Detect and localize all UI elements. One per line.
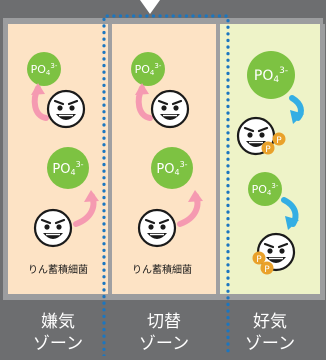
zone-sub: ゾーン [138, 334, 190, 354]
zone-label-anaerobic: 嫌気 ゾーン [8, 311, 108, 355]
svg-text:P: P [265, 145, 271, 155]
bacteria-face-icon [33, 208, 73, 248]
uptake-arrowhead-icon [290, 110, 304, 124]
svg-text:PO43-: PO43- [254, 66, 288, 85]
tank-left-wall [3, 24, 8, 300]
svg-text:PO43-: PO43- [52, 160, 83, 177]
tank-right-wall [320, 24, 325, 300]
svg-text:PO43-: PO43- [31, 62, 58, 77]
tank-bottom-rim [3, 294, 323, 300]
svg-text:P: P [256, 255, 262, 265]
bacteria-label: りん蓄積細菌 [28, 263, 88, 276]
release-arrowhead-icon [135, 83, 149, 95]
switch-zone-boundary [102, 14, 230, 358]
phosphorus-badge-icon: P [272, 132, 286, 146]
zone-divider-2 [216, 24, 220, 294]
phosphate-icon: PO43- [27, 52, 61, 86]
zone-sub: ゾーン [32, 334, 84, 354]
bacteria-face-icon [150, 89, 190, 129]
phosphate-icon: PO43- [247, 51, 295, 99]
svg-text:PO43-: PO43- [135, 62, 162, 77]
svg-text:P: P [276, 136, 282, 146]
phosphorus-badge-icon: P [260, 261, 274, 275]
svg-text:PO43-: PO43- [252, 182, 279, 197]
tank-top-rim [3, 18, 323, 24]
phosphorus-badge-icon: P [261, 141, 275, 155]
release-arrowhead-icon [31, 83, 45, 95]
zone-label-aerobic: 好気 ゾーン [220, 311, 320, 355]
zone-name: 切替 [147, 312, 181, 332]
svg-text:P: P [264, 265, 270, 275]
phosphate-icon: PO43- [131, 52, 165, 86]
phosphate-icon: PO43- [151, 147, 193, 189]
release-arrowhead-icon [188, 190, 203, 202]
bacteria-label: りん蓄積細菌 [132, 263, 192, 276]
zone-label-switch: 切替 ゾーン [112, 311, 216, 355]
zone-name: 嫌気 [41, 312, 75, 332]
phosphate-icon: PO43- [47, 147, 89, 189]
phosphate-icon: PO43- [248, 172, 282, 206]
zone-divider-1 [108, 24, 112, 294]
uptake-arrowhead-icon [285, 216, 299, 230]
svg-text:PO43-: PO43- [156, 160, 187, 177]
zone-name: 好気 [253, 312, 287, 332]
release-arrowhead-icon [84, 190, 99, 202]
bacteria-face-icon [46, 89, 86, 129]
zone-sub: ゾーン [244, 334, 296, 354]
phosphorus-badge-icon: P [252, 251, 266, 265]
bacteria-face-icon [137, 208, 177, 248]
pointer-marker-icon [140, 0, 160, 14]
